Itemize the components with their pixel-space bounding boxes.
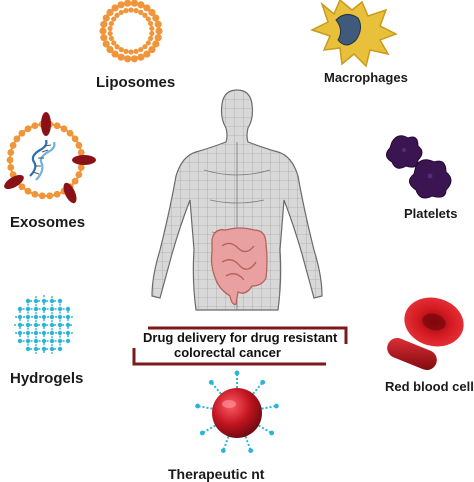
nanoparticle-icon	[195, 370, 279, 453]
dna-icon	[29, 139, 56, 181]
center-caption-line-1: Drug delivery for drug resistant	[143, 330, 338, 345]
red-blood-cell-icon	[387, 297, 464, 370]
label-therapeutic: Therapeutic nt	[168, 466, 265, 482]
label-exosomes: Exosomes	[10, 214, 86, 231]
intestine-icon	[210, 227, 268, 305]
center-caption-line-2: colorectal cancer	[174, 345, 281, 360]
human-body-icon	[151, 89, 323, 311]
label-macrophages: Macrophages	[324, 70, 408, 85]
label-platelets: Platelets	[404, 206, 458, 221]
liposome-icon	[99, 0, 163, 63]
label-hydrogels: Hydrogels	[10, 370, 84, 387]
label-red-blood-cells: Red blood cells	[385, 379, 474, 394]
macrophage-icon	[310, 0, 398, 68]
platelet-icon	[386, 135, 452, 199]
label-liposomes: Liposomes	[96, 74, 176, 91]
caption-bracket	[132, 326, 348, 366]
hydrogel-icon	[14, 295, 74, 355]
exosome-icon	[4, 112, 96, 204]
